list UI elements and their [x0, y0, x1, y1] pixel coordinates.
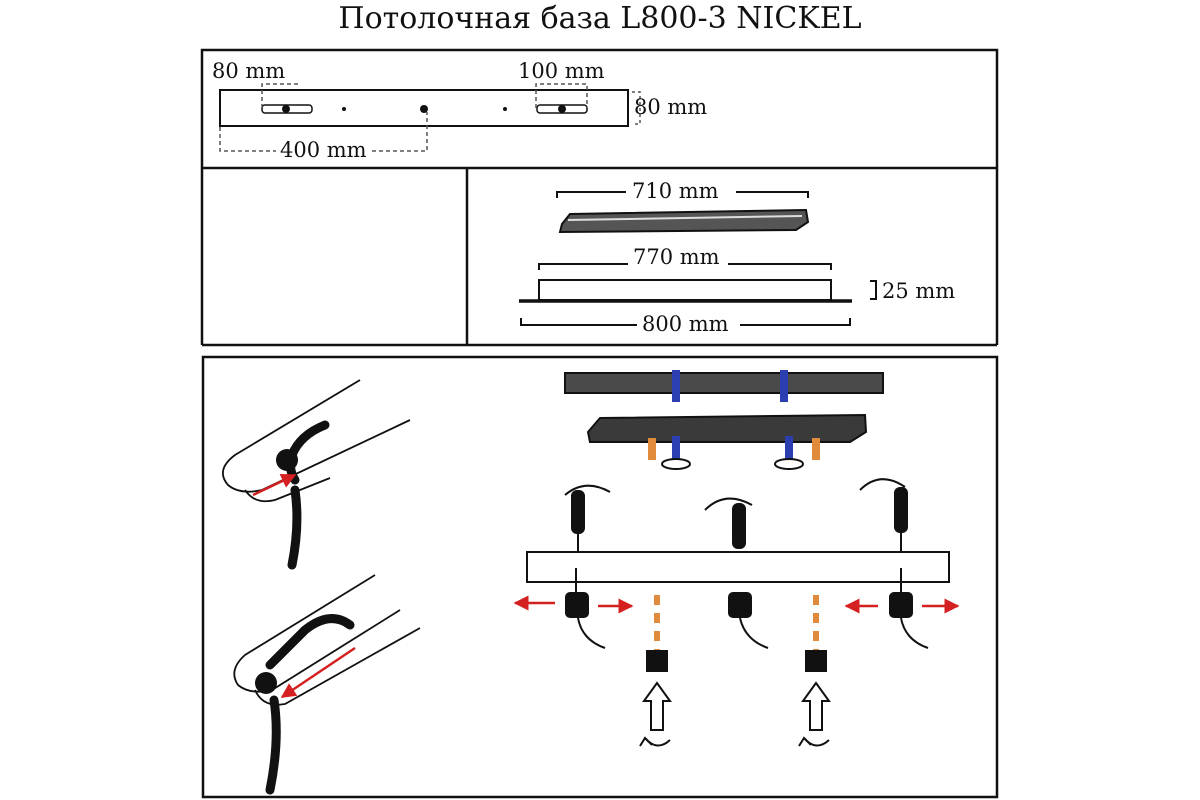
connector-left: [564, 484, 611, 552]
mount-hole-right: [558, 105, 566, 113]
connector-center: [704, 497, 753, 549]
dim-height: 25 mm: [882, 279, 955, 303]
diagram-title: Потолочная база L800-3 NICKEL: [338, 1, 862, 36]
wire-detail-bottom: [233, 574, 421, 795]
base-side-view: [538, 279, 832, 301]
wire-connectors-bottom: [565, 592, 929, 649]
assembly-panel: [201, 355, 999, 799]
mount-hole-center: [420, 105, 428, 113]
dim-right-offset: 100 mm: [518, 59, 605, 83]
dim-total-length: 800 mm: [642, 312, 729, 336]
dim-inner-length: 770 mm: [633, 245, 720, 269]
cover-parts: [564, 370, 884, 470]
dim-hole-spacing: 400 mm: [280, 138, 367, 162]
dim-cover-length: 710 mm: [632, 179, 719, 203]
cover-side-view: [558, 208, 810, 234]
slide-arrow-icon: [252, 473, 297, 497]
nut-right: [805, 650, 827, 672]
dim-left-offset: 80 mm: [212, 59, 285, 83]
mount-hole-left: [282, 105, 290, 113]
pull-arrows: [513, 595, 960, 614]
wire-detail-top: [221, 379, 411, 570]
dim-plate-depth: 80 mm: [634, 95, 707, 119]
connector-right: [859, 478, 908, 552]
tighten-arrow-right: [798, 681, 831, 747]
plate-top-view: [219, 89, 629, 127]
nut-left: [646, 650, 668, 672]
mounting-bar: [526, 551, 950, 583]
dimension-panel: 80 mm 100 mm 80 mm 400 mm 710 mm 770 mm …: [200, 48, 999, 347]
slide-arrow-icon: [280, 646, 356, 699]
wire-connectors-top: [564, 478, 908, 552]
tighten-arrow-left: [639, 681, 672, 747]
